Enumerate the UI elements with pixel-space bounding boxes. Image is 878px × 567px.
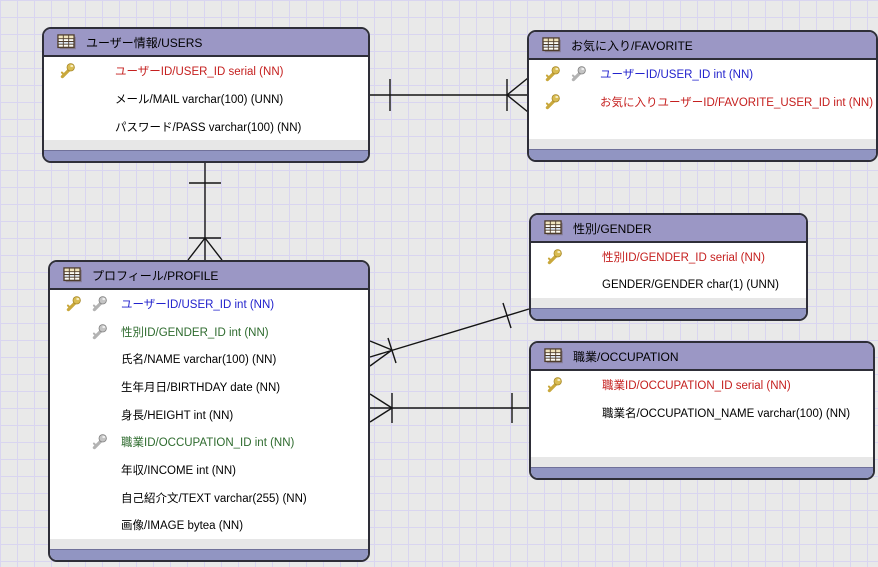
column-row: 画像/IMAGE bytea (NN) [50, 512, 368, 540]
column-label: パスワード/PASS varchar(100) (NN) [115, 122, 302, 134]
table-footer-gray [44, 140, 368, 150]
primary-key-icon [57, 62, 83, 80]
column-label: ユーザーID/USER_ID int (NN) [600, 69, 754, 81]
table-icon [57, 34, 77, 50]
table-gender-header: 性別/GENDER [531, 215, 806, 243]
column-row: お気に入りユーザーID/FAVORITE_USER_ID int (NN) [529, 88, 876, 116]
table-footer-purple [531, 308, 806, 319]
column-row: 職業ID/OCCUPATION_ID int (NN) [50, 428, 368, 456]
column-label: ユーザーID/USER_ID serial (NN) [115, 66, 284, 78]
table-footer-purple [531, 467, 873, 478]
relationship-gender-profile[interactable] [369, 302, 530, 367]
column-row: ユーザーID/USER_ID int (NN) [50, 290, 368, 318]
table-users-header: ユーザー情報/USERS [44, 29, 368, 57]
column-label: メール/MAIL varchar(100) (UNN) [115, 94, 284, 106]
column-row: パスワード/PASS varchar(100) (NN) [44, 113, 368, 140]
column-label: 職業ID/OCCUPATION_ID int (NN) [121, 437, 295, 450]
primary-key-icon [544, 376, 570, 394]
table-footer-gray [50, 539, 368, 549]
relationship-occupation-profile[interactable] [369, 393, 529, 423]
column-label: 自己紹介文/TEXT varchar(255) (NN) [121, 492, 307, 505]
column-row: 身長/HEIGHT int (NN) [50, 401, 368, 429]
column-row: 自己紹介文/TEXT varchar(255) (NN) [50, 484, 368, 512]
column-label: 生年月日/BIRTHDAY date (NN) [121, 381, 281, 394]
column-label: お気に入りユーザーID/FAVORITE_USER_ID int (NN) [600, 97, 874, 109]
table-title: 性別/GENDER [573, 221, 652, 236]
table-footer-gray [531, 457, 873, 467]
primary-key-icon [542, 93, 568, 111]
relationship-users-favorite[interactable] [370, 77, 529, 113]
column-row: 職業ID/OCCUPATION_ID serial (NN) [531, 371, 873, 399]
column-label: 身長/HEIGHT int (NN) [121, 409, 234, 422]
table-title: プロフィール/PROFILE [92, 268, 219, 283]
primary-key-icon [544, 248, 570, 266]
table-occupation[interactable]: 職業/OCCUPATION 職業ID/OCCUPATION_ID serial … [529, 341, 875, 480]
table-footer-purple [44, 150, 368, 161]
table-occupation-header: 職業/OCCUPATION [531, 343, 873, 371]
column-row: 氏名/NAME varchar(100) (NN) [50, 345, 368, 373]
table-footer-gray [529, 139, 876, 149]
table-profile-header: プロフィール/PROFILE [50, 262, 368, 290]
table-title: お気に入り/FAVORITE [571, 38, 693, 53]
table-footer-purple [529, 149, 876, 160]
column-row: ユーザーID/USER_ID serial (NN) [44, 57, 368, 85]
table-users[interactable]: ユーザー情報/USERS ユーザーID/USER_ID serial (NN) … [42, 27, 370, 163]
table-icon [63, 267, 83, 283]
column-row: ユーザーID/USER_ID int (NN) [529, 60, 876, 88]
table-icon [544, 220, 564, 236]
column-row: 性別ID/GENDER_ID serial (NN) [531, 243, 806, 271]
column-row: 生年月日/BIRTHDAY date (NN) [50, 373, 368, 401]
table-footer-purple [50, 549, 368, 560]
column-label: 年収/INCOME int (NN) [121, 464, 236, 477]
foreign-key-icon [89, 322, 115, 341]
column-row: 性別ID/GENDER_ID int (NN) [50, 318, 368, 346]
column-label: GENDER/GENDER char(1) (UNN) [602, 279, 779, 291]
table-icon [544, 348, 564, 364]
column-label: 性別ID/GENDER_ID serial (NN) [602, 252, 765, 264]
column-label: 職業ID/OCCUPATION_ID serial (NN) [602, 380, 791, 392]
table-icon [542, 37, 562, 53]
relationship-users-profile[interactable] [187, 163, 223, 261]
table-title: 職業/OCCUPATION [573, 349, 679, 364]
primary-key-icon [63, 294, 89, 313]
primary-key-icon [542, 65, 568, 83]
table-footer-gray [531, 298, 806, 308]
column-label: 画像/IMAGE bytea (NN) [121, 520, 244, 533]
table-gender[interactable]: 性別/GENDER 性別ID/GENDER_ID serial (NN) GEN… [529, 213, 808, 321]
foreign-key-icon [89, 433, 115, 451]
column-row: メール/MAIL varchar(100) (UNN) [44, 85, 368, 113]
table-profile[interactable]: プロフィール/PROFILE ユーザーID/USER_ID int (NN) 性… [48, 260, 370, 562]
foreign-key-icon [568, 65, 594, 83]
column-label: 氏名/NAME varchar(100) (NN) [121, 354, 277, 367]
table-favorite[interactable]: お気に入り/FAVORITE ユーザーID/USER_ID int (NN) お… [527, 30, 878, 162]
column-label: 性別ID/GENDER_ID int (NN) [121, 326, 269, 339]
table-title: ユーザー情報/USERS [86, 35, 203, 50]
column-row: 職業名/OCCUPATION_NAME varchar(100) (NN) [531, 399, 873, 427]
column-row: GENDER/GENDER char(1) (UNN) [531, 271, 806, 298]
column-label: ユーザーID/USER_ID int (NN) [121, 298, 275, 311]
column-label: 職業名/OCCUPATION_NAME varchar(100) (NN) [602, 408, 851, 420]
foreign-key-icon [89, 294, 115, 313]
column-row: 年収/INCOME int (NN) [50, 456, 368, 484]
table-favorite-header: お気に入り/FAVORITE [529, 32, 876, 60]
